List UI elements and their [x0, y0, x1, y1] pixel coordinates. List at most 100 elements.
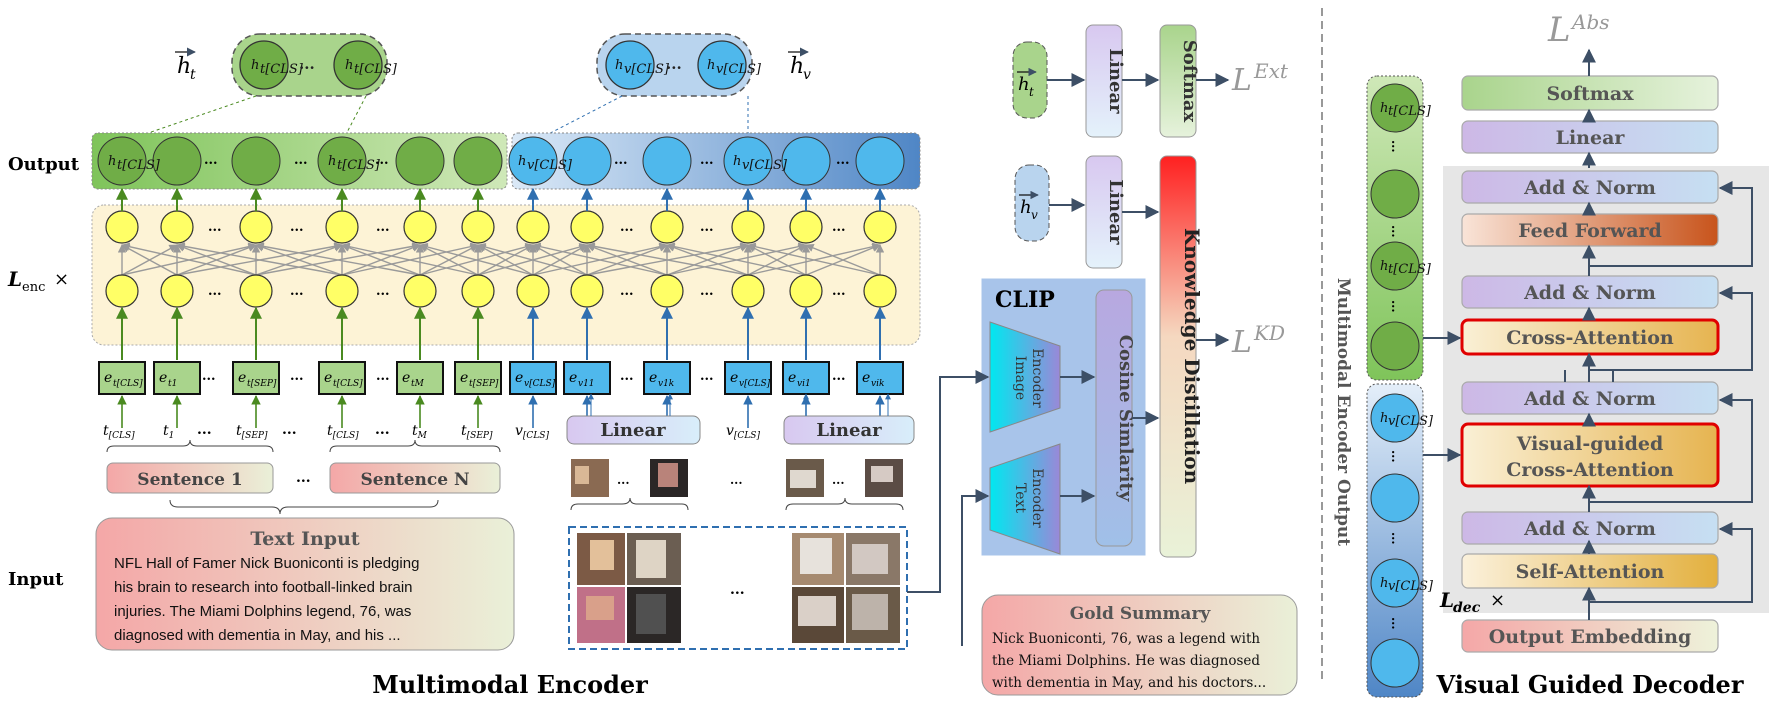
svg-text:h: h: [615, 58, 623, 73]
svg-text:with dementia in May, and his: with dementia in May, and his doctors...: [992, 675, 1266, 691]
svg-text:v[CLS]: v[CLS]: [726, 423, 760, 441]
svg-text:Linear: Linear: [1105, 179, 1126, 245]
svg-text:injuries. The Miami Dolphins l: injuries. The Miami Dolphins legend, 76,…: [114, 603, 411, 620]
svg-text:h: h: [328, 154, 336, 169]
svg-text:tM: tM: [411, 379, 425, 389]
svg-text:t[CLS]: t[CLS]: [327, 423, 359, 441]
svg-text:t[CLS]: t[CLS]: [117, 158, 161, 173]
hidden-node: [325, 210, 359, 244]
encoder-hidden-nodes: ....................................: [105, 210, 897, 308]
hidden-node: [105, 210, 139, 244]
svg-text:h: h: [1018, 74, 1030, 95]
svg-text:Cross-Attention: Cross-Attention: [1506, 327, 1674, 349]
hidden-node: [516, 210, 550, 244]
svg-text:...: ...: [290, 284, 304, 299]
svg-text:...: ...: [700, 153, 714, 168]
svg-text:...: ...: [202, 369, 216, 384]
gold-summary-box: Gold Summary Nick Buoniconti, 76, was a …: [981, 594, 1298, 696]
svg-text:Feed Forward: Feed Forward: [1518, 220, 1662, 242]
linear-block: Linear: [1461, 120, 1719, 154]
svg-text:...: ...: [614, 153, 628, 168]
svg-text:the Miami Dolphins. He was dia: the Miami Dolphins. He was diagnosed: [992, 653, 1260, 669]
svg-text:h: h: [251, 58, 259, 73]
hidden-node: [160, 274, 194, 308]
text-input-box: Text Input NFL Hall of Famer Nick Buonic…: [95, 517, 515, 651]
svg-text:NFL Hall of Famer Nick Buonico: NFL Hall of Famer Nick Buoniconti is ple…: [114, 555, 419, 572]
lenc-sub: enc: [22, 280, 45, 295]
svg-text:Sentence N: Sentence N: [360, 470, 469, 490]
svg-text:t[SEP]: t[SEP]: [469, 379, 499, 389]
svg-text:...: ...: [208, 284, 222, 299]
svg-text:...: ...: [730, 582, 745, 598]
hidden-node: [403, 274, 437, 308]
svg-text:...: ...: [617, 473, 630, 487]
hidden-node: [789, 274, 823, 308]
svg-text:...: ...: [1389, 532, 1403, 545]
svg-text:t[SEP]: t[SEP]: [247, 379, 277, 389]
svg-text:v[CLS]: v[CLS]: [624, 62, 670, 77]
svg-text:h: h: [733, 154, 741, 169]
svg-text:Add & Norm: Add & Norm: [1523, 177, 1656, 199]
svg-text:t[CLS]: t[CLS]: [113, 379, 143, 389]
encoder-title: Multimodal Encoder: [372, 670, 648, 699]
svg-text:...: ...: [1389, 450, 1403, 463]
svg-text:...: ...: [375, 422, 390, 438]
svg-text:e: e: [788, 370, 796, 386]
svg-text:...: ...: [290, 369, 304, 384]
svg-text:t[CLS]: t[CLS]: [1388, 262, 1432, 277]
ht-vector-label: h: [177, 54, 191, 79]
svg-text:...: ...: [208, 220, 222, 235]
svg-text:h: h: [1380, 101, 1388, 116]
encoder-output-side-label: Multimodal Encoder Output: [1333, 278, 1353, 546]
svg-text:...: ...: [1389, 617, 1403, 630]
svg-text:...: ...: [832, 473, 845, 487]
cross-attention-block: Cross-Attention: [1460, 318, 1720, 356]
svg-text:Cross-Attention: Cross-Attention: [1506, 459, 1674, 481]
svg-text:h: h: [1020, 197, 1032, 218]
hidden-node: [461, 274, 495, 308]
hidden-node: [863, 210, 897, 244]
svg-text:Encoder: Encoder: [1029, 468, 1045, 528]
lenc-times: ×: [54, 269, 69, 290]
text-input-title: Text Input: [250, 528, 360, 550]
add-norm-block: Add & Norm: [1461, 275, 1719, 309]
softmax-block: Softmax: [1461, 75, 1719, 111]
svg-text:Linear: Linear: [1105, 48, 1126, 114]
hidden-node: [731, 274, 765, 308]
input-image-grid: ...: [568, 526, 908, 650]
svg-text:e: e: [730, 370, 738, 386]
loss-abs-sup: Abs: [1570, 10, 1610, 34]
svg-text:...: ...: [197, 422, 212, 438]
svg-text:...: ...: [296, 470, 311, 486]
svg-text:v[CLS]: v[CLS]: [1388, 579, 1434, 594]
svg-text:v1k: v1k: [658, 379, 674, 389]
svg-text:...: ...: [204, 153, 218, 168]
svg-text:vi1: vi1: [797, 379, 811, 389]
loss-ext-sup: Ext: [1253, 59, 1289, 83]
encoder-attention-mesh: [117, 242, 885, 276]
cosine-similarity: Cosine Simlarity: [1115, 335, 1136, 502]
clip-section: h t Linear Softmax L Ext h v Linear Know…: [907, 24, 1298, 696]
image-patches: ... ... ...: [571, 459, 903, 497]
hidden-node: [239, 274, 273, 308]
svg-text:...: ...: [375, 153, 389, 168]
svg-text:...: ...: [376, 284, 390, 299]
svg-text:t1: t1: [163, 423, 174, 441]
svg-text:Add & Norm: Add & Norm: [1523, 388, 1656, 410]
ldec-label: L: [1439, 588, 1454, 612]
svg-text:...: ...: [700, 220, 714, 235]
feed-forward-block: Feed Forward: [1461, 213, 1719, 247]
svg-text:Sentence 1: Sentence 1: [137, 470, 242, 490]
clip-title: CLIP: [995, 287, 1055, 313]
